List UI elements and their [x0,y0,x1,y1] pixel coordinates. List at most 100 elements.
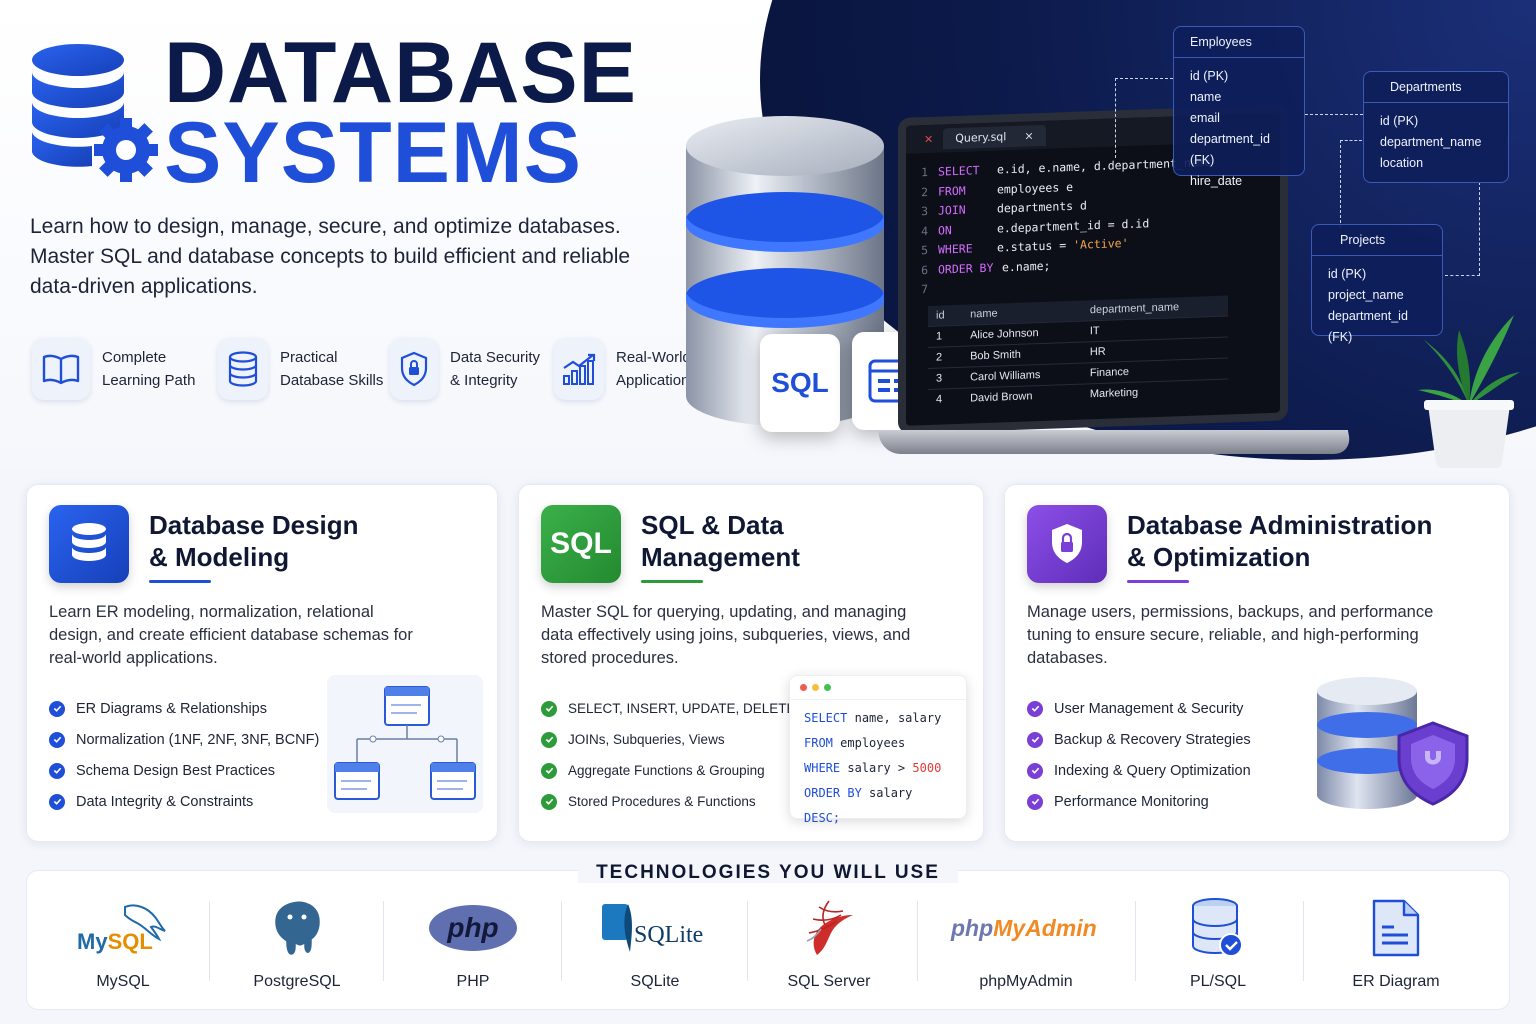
er-diagram-illustration-icon [327,675,483,813]
tech-phpmyadmin: phpMyAdmin phpMyAdmin [947,897,1105,997]
document-icon [1370,897,1422,959]
sql-tile-label: SQL [771,367,829,398]
tech-separator [1303,901,1304,981]
er-entity-title: Employees [1174,27,1304,58]
list-item: Indexing & Query Optimization [1027,755,1251,786]
tech-separator [209,901,210,981]
list-item: Data Integrity & Constraints [49,786,319,817]
card-title-underline [1127,580,1189,583]
check-icon [541,793,557,810]
tech-php: php PHP [427,897,519,997]
card-feature-list: SELECT, INSERT, UPDATE, DELETE JOINs, Su… [541,693,796,817]
sql-server-logo-icon [799,897,859,959]
sql-tile: SQL [760,334,840,432]
page-title-line1: DATABASE [164,25,638,121]
sql-snippet-code: SELECT name, salary FROM employees WHERE… [804,711,942,825]
php-logo-icon: php [428,897,518,959]
database-check-icon [1191,897,1245,959]
feature-practical-database-skills: Practical Database Skills [218,336,400,402]
tech-sqlite: SQLite SQLite [595,897,715,997]
feature-label: Practical Database Skills [280,349,384,389]
check-icon [1027,731,1043,748]
card-title-underline [149,580,211,583]
list-item: Backup & Recovery Strategies [1027,724,1251,755]
er-connector [1305,114,1363,115]
tech-separator [561,901,562,981]
tech-plsql: PL/SQL [1173,897,1263,997]
editor-tab[interactable]: Query.sql × [943,124,1046,149]
list-item: Normalization (1NF, 2NF, 3NF, BCNF) [49,724,319,755]
close-icon: ✕ [924,133,934,146]
tech-name: PHP [456,973,490,990]
feature-real-world-applications: Real-World Applications [554,336,726,402]
tech-name: SQLite [630,973,680,990]
card-database-administration: Database Administration & Optimization M… [1004,484,1510,842]
php-logo-text: php [446,912,498,943]
feature-label: Data Security & Integrity [450,349,541,389]
sql-icon: SQL [541,505,621,583]
book-icon [32,338,90,400]
window-controls [790,676,966,700]
phpmyadmin-logo-icon: phpMyAdmin [949,897,1103,959]
tech-separator [1135,901,1136,981]
database-icon [218,338,268,400]
tech-name: PostgreSQL [253,973,341,990]
check-icon [541,762,557,779]
card-title: SQL & Data Management [641,510,800,572]
tech-separator [747,901,748,981]
list-item: Performance Monitoring [1027,786,1251,817]
hero-description: Learn how to design, manage, secure, and… [30,215,631,298]
list-item: User Management & Security [1027,693,1251,724]
tech-mysql: MySQL MySQL [67,897,179,997]
editor-tab-label: Query.sql [955,129,1007,145]
check-icon [541,700,557,717]
card-database-design: Database Design & Modeling Learn ER mode… [26,484,498,842]
mysql-logo-text: MySQL [77,929,153,954]
check-icon [49,793,65,810]
shield-lock-icon [1027,505,1107,583]
er-entity-title: Projects [1312,225,1442,256]
tech-name: SQL Server [787,973,871,990]
check-icon [49,700,65,717]
feature-complete-learning-path: Complete Learning Path [32,336,212,402]
card-feature-list: ER Diagrams & Relationships Normalizatio… [49,693,319,817]
list-item: JOINs, Subqueries, Views [541,724,796,755]
list-item: Schema Design Best Practices [49,755,319,786]
technologies-title: TECHNOLOGIES YOU WILL USE [26,862,1510,884]
phpmyadmin-logo-text: phpMyAdmin [950,915,1097,941]
list-item: Aggregate Functions & Grouping [541,755,796,786]
technologies-section: MySQL MySQL PostgreSQL php PHP SQLite SQ… [26,870,1510,1010]
laptop-keyboard-base [877,430,1353,454]
sqlite-logo-text: SQLite [634,922,703,948]
card-sql-data-management: SQL SQL & Data Management Master SQL for… [518,484,984,842]
list-item: SELECT, INSERT, UPDATE, DELETE [541,693,796,724]
card-description: Manage users, permissions, backups, and … [1027,603,1434,667]
shield-lock-icon [390,338,438,400]
check-icon [1027,762,1043,779]
sqlite-logo-icon: SQLite [598,897,712,959]
check-icon [1027,700,1043,717]
check-icon [541,731,557,748]
tab-close-icon[interactable]: × [1024,128,1034,143]
check-icon [1027,793,1043,810]
tech-sql-server: SQL Server [779,897,879,997]
tech-name: ER Diagram [1352,973,1440,990]
result-header: id [928,304,963,326]
feature-label: Real-World Applications [616,349,697,389]
card-title: Database Administration & Optimization [1127,510,1433,572]
er-connector [1115,78,1173,158]
card-description: Learn ER modeling, normalization, relati… [49,603,413,667]
list-item: ER Diagrams & Relationships [49,693,319,724]
card-feature-list: User Management & Security Backup & Reco… [1027,693,1251,817]
card-title: Database Design & Modeling [149,510,359,572]
list-item: Stored Procedures & Functions [541,786,796,817]
sql-snippet-window: SELECT name, salary FROM employees WHERE… [789,675,967,825]
